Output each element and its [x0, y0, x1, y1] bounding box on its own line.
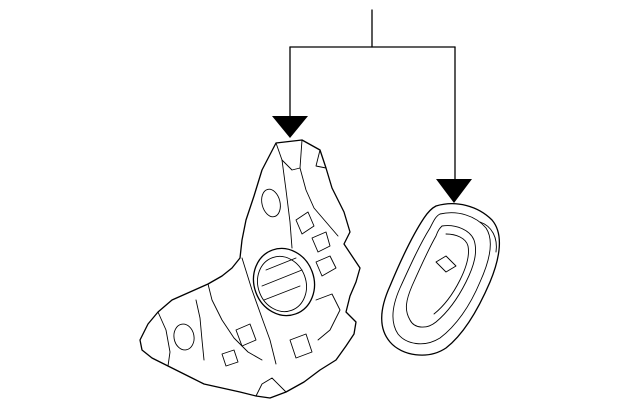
- actuator-tab: [221, 349, 239, 367]
- bezel-outer-shell: [381, 203, 501, 356]
- actuator-inner-seam: [207, 283, 263, 361]
- upper-mount-hole: [261, 188, 281, 218]
- actuator-slot: [315, 255, 337, 277]
- actuator-left-lip: [157, 311, 171, 367]
- bezel-outer-rim: [392, 212, 491, 345]
- lower-mount-hole: [173, 323, 195, 351]
- bezel-side-edge: [479, 221, 497, 253]
- bezel-inner-lip: [433, 233, 469, 315]
- actuator-outline: [139, 139, 361, 399]
- actuator-right-flange: [315, 293, 341, 341]
- actuator-motor-cap: [252, 247, 316, 317]
- actuator-edge: [299, 167, 339, 237]
- actuator-notch: [315, 149, 327, 169]
- actuator-motor-ribs: [261, 257, 303, 301]
- bezel-inner-opening: [405, 225, 477, 328]
- actuator-top-ridge: [275, 139, 303, 171]
- actuator-motor-ring: [257, 255, 307, 313]
- actuator-bottom-foot: [255, 377, 287, 397]
- actuator-left-rib: [195, 299, 205, 361]
- callout-leader: [272, 9, 472, 203]
- arrow-to-actuator-icon: [272, 116, 308, 138]
- arrow-to-bezel-icon: [436, 179, 472, 203]
- actuator-slot: [311, 231, 331, 253]
- outer-handle-bezel: [381, 203, 501, 356]
- actuator-tab: [289, 333, 313, 359]
- actuator-tab: [235, 323, 257, 347]
- bezel-latch-tab: [435, 255, 457, 273]
- actuator-lower-seam: [241, 257, 277, 365]
- actuator-slot: [295, 211, 315, 235]
- door-lock-actuator: [139, 139, 361, 399]
- actuator-spine: [281, 159, 293, 249]
